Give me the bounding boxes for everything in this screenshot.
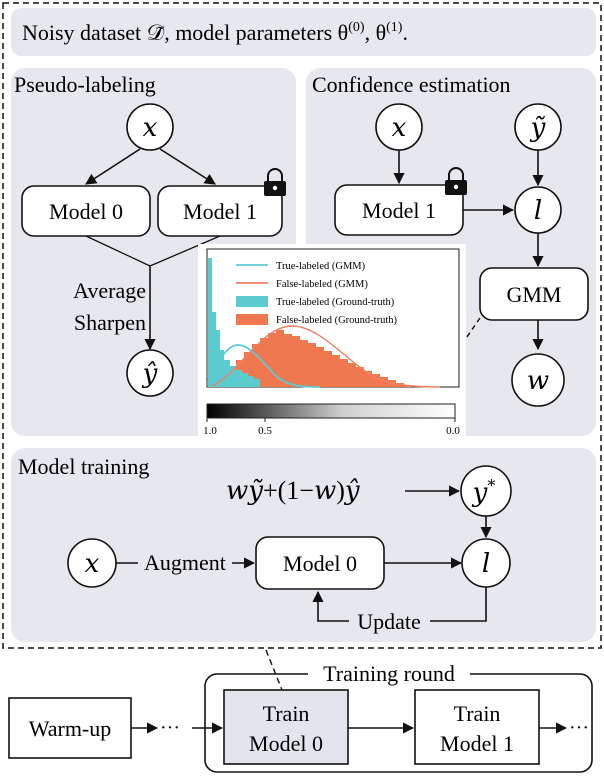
ce-label-label: ỹ [530, 113, 546, 143]
train-model1-line2: Model 1 [440, 731, 514, 756]
update-label: Update [357, 609, 421, 634]
ellipsis-left: ··· [160, 717, 180, 739]
model-training-title: Model training [18, 454, 149, 479]
line-loss-to-update [430, 587, 487, 622]
legend-label: False-labeled (GMM) [276, 279, 368, 290]
chart-legend: True-labeled (GMM) False-labeled (GMM) T… [236, 261, 398, 326]
ce-input-label: x [392, 113, 407, 143]
colorbar [206, 403, 456, 419]
mt-loss-label: l [482, 549, 490, 579]
pl-output-node [126, 349, 174, 397]
false-labeled-gmm-curve [211, 325, 441, 388]
lock-icon [264, 168, 286, 196]
colorbar-tick-label: 0.5 [258, 425, 272, 437]
mt-target-label: y* [472, 476, 496, 508]
legend-label: True-labeled (Ground-truth) [276, 297, 395, 308]
gmm-box [479, 267, 589, 321]
train-model1-line1: Train [454, 701, 501, 726]
true-labeled-histogram [208, 258, 260, 387]
sharpen-label: Sharpen [74, 310, 146, 335]
pl-input-label: x [143, 113, 158, 143]
arrow-x-to-model1 [159, 148, 216, 185]
pl-model0-label: Model 0 [49, 199, 123, 224]
train-model1-box [414, 689, 540, 765]
ce-weight-label: w [527, 366, 549, 396]
train-model0-box [223, 689, 349, 765]
pl-output-label: ŷ [142, 359, 158, 389]
legend-label: False-labeled (Ground-truth) [276, 315, 398, 326]
line-model0-merge [85, 235, 151, 267]
mixing-formula: wỹ+(1−w)ŷ [226, 476, 360, 506]
ce-model1-label: Model 1 [362, 198, 436, 223]
training-round-title: Training round [323, 661, 455, 686]
confidence-estimation-title: Confidence estimation [312, 72, 511, 97]
legend-label: True-labeled (GMM) [276, 261, 366, 272]
warmup-box [8, 697, 132, 759]
mt-input-label: x [85, 549, 100, 579]
colorbar-tick-label: 0.0 [446, 425, 460, 437]
zoom-leader-dashed [265, 649, 283, 691]
arrow-x-to-model0 [85, 148, 141, 185]
train-model0-line1: Train [263, 701, 310, 726]
header-band [11, 8, 596, 56]
colorbar-tick-label: 1.0 [203, 425, 217, 437]
line-model1-merge [149, 235, 221, 267]
warmup-label: Warm-up [29, 716, 112, 741]
average-label: Average [73, 278, 146, 303]
augment-label: Augment [144, 550, 226, 575]
training-round-title-bg [308, 664, 470, 686]
ellipsis-right: ··· [569, 717, 589, 739]
header-text: Noisy dataset 𝒟̃, model parameters θ(0),… [22, 20, 408, 45]
gmm-leader-dashed [457, 317, 481, 351]
arrow-update-to-model0 [312, 590, 349, 622]
true-labeled-gmm-curve [207, 344, 321, 388]
pl-input-node [126, 103, 174, 151]
mt-model0-label: Model 0 [283, 551, 357, 576]
train-model0-line2: Model 0 [249, 731, 323, 756]
lock-icon [445, 167, 467, 195]
inset-chart: True-labeled (GMM) False-labeled (GMM) T… [198, 244, 466, 440]
ce-weight-node [511, 353, 565, 407]
ce-loss-label: l [534, 196, 542, 226]
pseudo-labeling-title: Pseudo-labeling [14, 72, 156, 97]
gmm-label: GMM [506, 282, 561, 307]
outer-dashed-frame [2, 2, 602, 649]
colorbar-ticks [206, 418, 456, 422]
pl-model1-label: Model 1 [183, 199, 257, 224]
